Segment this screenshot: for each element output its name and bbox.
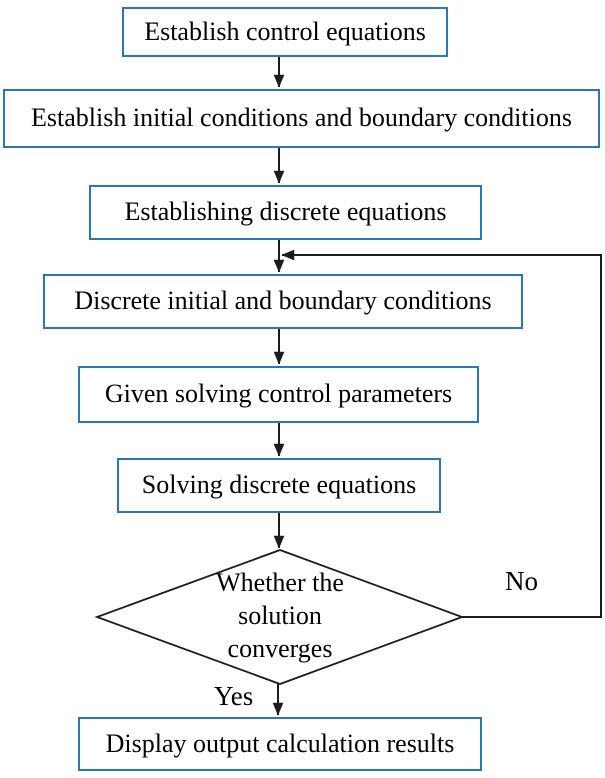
no-label: No <box>505 566 538 596</box>
step-given-solving-control-parameters: Given solving control parameters <box>78 366 479 423</box>
decision-line: solution <box>238 601 322 630</box>
decision-line: Whether the <box>216 568 344 597</box>
step-label: Establishing discrete equations <box>124 197 447 227</box>
step-establish-control-equations: Establish control equations <box>122 7 448 57</box>
step-label: Solving discrete equations <box>141 470 417 500</box>
step-establish-initial-boundary-conditions: Establish initial conditions and boundar… <box>3 89 600 148</box>
step-label: Establish initial conditions and boundar… <box>31 103 572 133</box>
no-feedback-arrow <box>281 249 602 618</box>
step-label: Discrete initial and boundary conditions <box>74 286 492 316</box>
step-display-output-results: Display output calculation results <box>78 717 482 771</box>
step-label: Given solving control parameters <box>104 379 453 409</box>
decision-line: converges <box>227 634 333 663</box>
step-solving-discrete-equations: Solving discrete equations <box>117 458 441 513</box>
decision-label: Whether the solution converges <box>155 566 405 665</box>
yes-label: Yes <box>214 681 254 711</box>
step-establishing-discrete-equations: Establishing discrete equations <box>89 185 482 240</box>
step-label: Establish control equations <box>144 16 426 46</box>
step-discrete-initial-boundary-conditions: Discrete initial and boundary conditions <box>43 274 523 329</box>
step-label: Display output calculation results <box>105 728 455 758</box>
decision-diamond <box>94 549 465 685</box>
